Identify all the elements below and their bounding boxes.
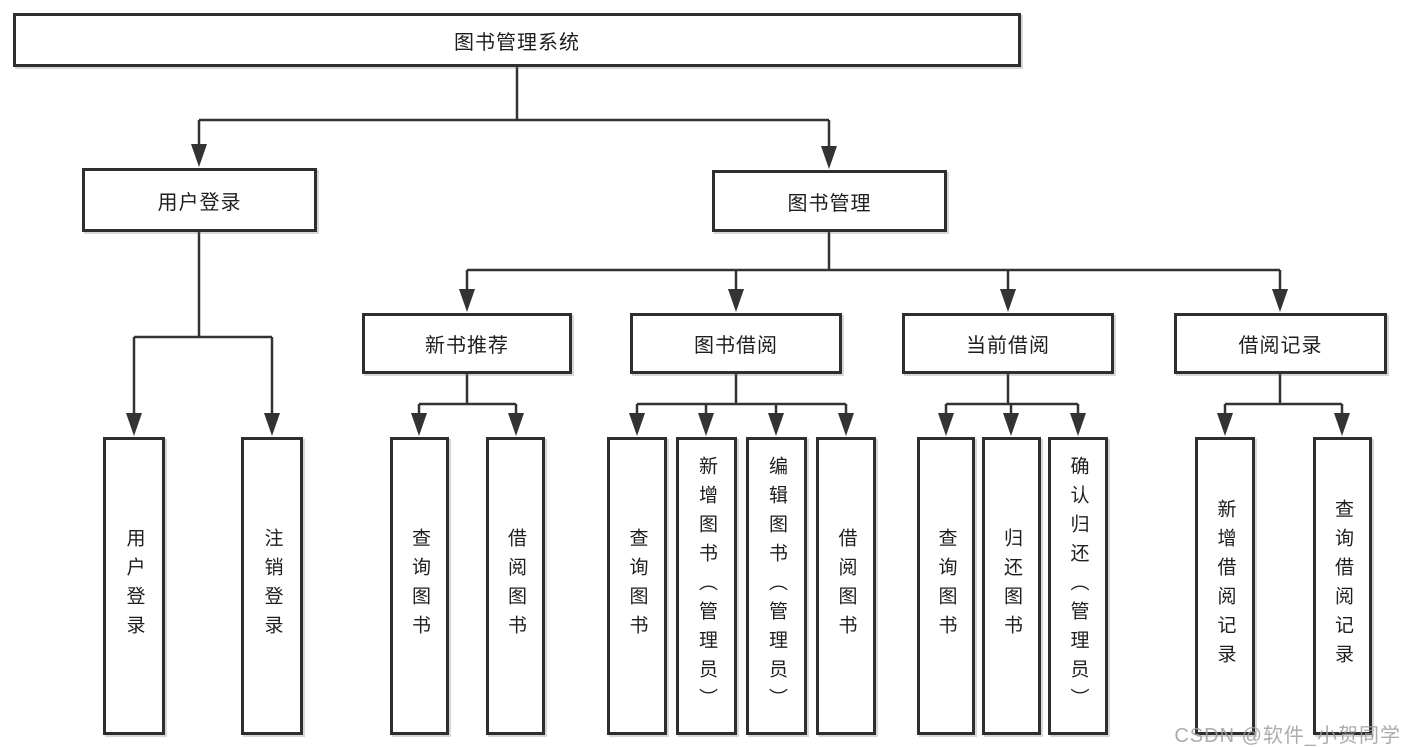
node-book-borrow-label: 图书借阅 [694, 335, 778, 357]
node-borrow-records-label: 借阅记录 [1238, 335, 1323, 357]
leaf-query-borrow-record: 查询借阅记录 [1313, 437, 1372, 735]
node-root-label: 图书管理系统 [454, 31, 580, 54]
node-current-borrow-label: 当前借阅 [966, 335, 1050, 357]
leaf-recommend-query-books-label: 查询图书 [409, 528, 430, 644]
leaf-borrow-query-books: 查询图书 [607, 437, 667, 735]
node-user-login-label: 用户登录 [157, 191, 242, 214]
leaf-borrow-books: 借阅图书 [816, 437, 876, 735]
leaf-add-books-admin: 新增图书（管理员） [676, 437, 737, 735]
leaf-user-login-label: 用户登录 [123, 528, 145, 644]
leaf-return-books-label: 归还图书 [1001, 528, 1022, 644]
leaf-recommend-borrow-books-label: 借阅图书 [505, 528, 526, 644]
leaf-recommend-query-books: 查询图书 [390, 437, 449, 735]
leaf-edit-books-admin: 编辑图书（管理员） [746, 437, 807, 735]
leaf-recommend-borrow-books: 借阅图书 [486, 437, 545, 735]
node-book-borrow: 图书借阅 [630, 313, 842, 374]
leaf-user-login: 用户登录 [103, 437, 165, 735]
leaf-edit-books-admin-label: 编辑图书（管理员） [766, 455, 787, 717]
node-book-management-label: 图书管理 [787, 192, 872, 215]
leaf-borrow-books-label: 借阅图书 [835, 528, 857, 644]
leaf-return-books: 归还图书 [982, 437, 1041, 735]
node-root-system: 图书管理系统 [13, 13, 1021, 67]
leaf-add-borrow-record-label: 新增借阅记录 [1214, 499, 1236, 673]
node-current-borrow: 当前借阅 [902, 313, 1114, 374]
leaf-logout-label: 注销登录 [261, 528, 283, 644]
leaf-current-query-books-label: 查询图书 [935, 528, 957, 644]
node-user-login: 用户登录 [82, 168, 317, 232]
node-new-book-recommend: 新书推荐 [362, 313, 572, 374]
node-new-book-recommend-label: 新书推荐 [425, 335, 509, 357]
leaf-add-borrow-record: 新增借阅记录 [1195, 437, 1255, 735]
leaf-add-books-admin-label: 新增图书（管理员） [696, 455, 717, 717]
node-book-management: 图书管理 [712, 170, 947, 232]
leaf-confirm-return-admin-label: 确认归还（管理员） [1067, 455, 1089, 717]
leaf-query-borrow-record-label: 查询借阅记录 [1332, 499, 1353, 673]
leaf-borrow-query-books-label: 查询图书 [626, 528, 648, 644]
leaf-current-query-books: 查询图书 [917, 437, 975, 735]
node-borrow-records: 借阅记录 [1174, 313, 1387, 374]
leaf-confirm-return-admin: 确认归还（管理员） [1048, 437, 1108, 735]
leaf-logout: 注销登录 [241, 437, 303, 735]
csdn-watermark: CSDN @软件_小贺同学 [1174, 725, 1401, 747]
